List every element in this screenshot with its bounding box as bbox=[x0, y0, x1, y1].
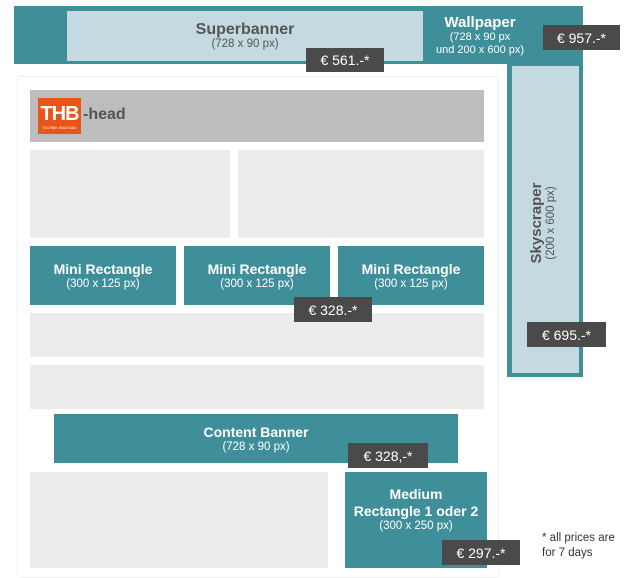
wallpaper-size-line1: (728 x 90 px bbox=[449, 30, 511, 43]
skyscraper-price-tag: € 695.-* bbox=[527, 322, 606, 347]
skyscraper-title: Skyscraper bbox=[528, 182, 545, 264]
wallpaper-title: Wallpaper bbox=[444, 13, 516, 31]
content-block bbox=[30, 313, 484, 357]
superbanner-size: (728 x 90 px) bbox=[211, 38, 279, 50]
superbanner-price-tag: € 561.-* bbox=[306, 48, 384, 72]
medium-rectangle-size: (300 x 250 px) bbox=[379, 520, 453, 532]
footnote-line1: * all prices are bbox=[542, 532, 615, 544]
mini-rectangle-2: Mini Rectangle (300 x 125 px) bbox=[184, 246, 330, 305]
head-label: -head bbox=[83, 106, 126, 123]
mini-rectangle-title: Mini Rectangle bbox=[361, 260, 461, 277]
wallpaper-size-line2: und 200 x 600 px) bbox=[435, 43, 525, 56]
superbanner-title: Superbanner bbox=[195, 21, 295, 38]
medium-rectangle-price-tag: € 297.-* bbox=[442, 540, 520, 565]
medium-rectangle-title-line2: Rectangle 1 oder 2 bbox=[353, 503, 479, 519]
skyscraper-size: (200 x 600 px) bbox=[545, 186, 557, 260]
content-block bbox=[238, 150, 484, 238]
logo-subtext: TECHNIK HAUS BAU bbox=[42, 126, 77, 130]
skyscraper bbox=[512, 66, 579, 373]
medium-rectangle-title-line1: Medium bbox=[389, 486, 443, 502]
skyscraper-label: Skyscraper (200 x 600 px) bbox=[523, 123, 563, 323]
mini-rectangle-1: Mini Rectangle (300 x 125 px) bbox=[30, 246, 176, 305]
content-block bbox=[30, 472, 328, 568]
wallpaper-price-tag: € 957.-* bbox=[543, 25, 620, 50]
content-banner-price-tag: € 328,-* bbox=[348, 443, 428, 468]
thb-logo: THB TECHNIK HAUS BAU bbox=[38, 98, 81, 134]
mini-rectangle-size: (300 x 125 px) bbox=[66, 277, 140, 290]
site-head: THB TECHNIK HAUS BAU -head bbox=[30, 90, 484, 142]
content-banner-title: Content Banner bbox=[203, 423, 309, 440]
content-block bbox=[30, 365, 484, 409]
mini-rectangle-size: (300 x 125 px) bbox=[220, 277, 294, 290]
content-block bbox=[30, 150, 230, 238]
mini-rectangle-size: (300 x 125 px) bbox=[374, 277, 448, 290]
mini-rectangle-3: Mini Rectangle (300 x 125 px) bbox=[338, 246, 484, 305]
mini-rectangle-title: Mini Rectangle bbox=[207, 260, 307, 277]
footnote: * all prices are for 7 days bbox=[542, 531, 624, 561]
content-banner-size: (728 x 90 px) bbox=[222, 440, 290, 453]
mini-rectangle-title: Mini Rectangle bbox=[53, 260, 153, 277]
logo-text: THB bbox=[40, 103, 79, 125]
mini-rectangle-price-tag: € 328.-* bbox=[294, 297, 372, 322]
footnote-line2: for 7 days bbox=[542, 547, 593, 559]
wallpaper-label: Wallpaper (728 x 90 px und 200 x 600 px) bbox=[428, 9, 532, 61]
